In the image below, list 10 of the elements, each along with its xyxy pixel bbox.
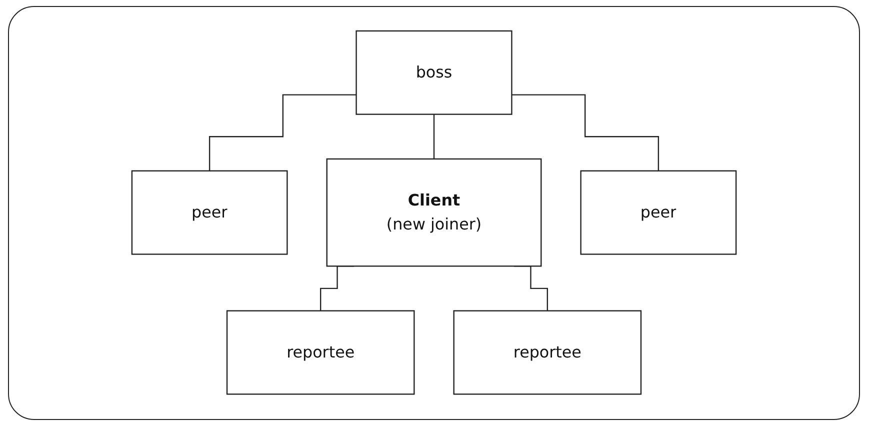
node-box bbox=[131, 170, 288, 256]
connector bbox=[433, 114, 435, 160]
node-box bbox=[580, 170, 737, 256]
node-box bbox=[226, 310, 415, 396]
node-box bbox=[326, 158, 542, 268]
frame-border: boss peer Client (new joiner) peer reportee reportee bbox=[8, 6, 860, 420]
connector bbox=[208, 94, 356, 172]
node-box bbox=[356, 30, 512, 116]
node-box bbox=[453, 310, 642, 396]
connector bbox=[512, 94, 660, 172]
